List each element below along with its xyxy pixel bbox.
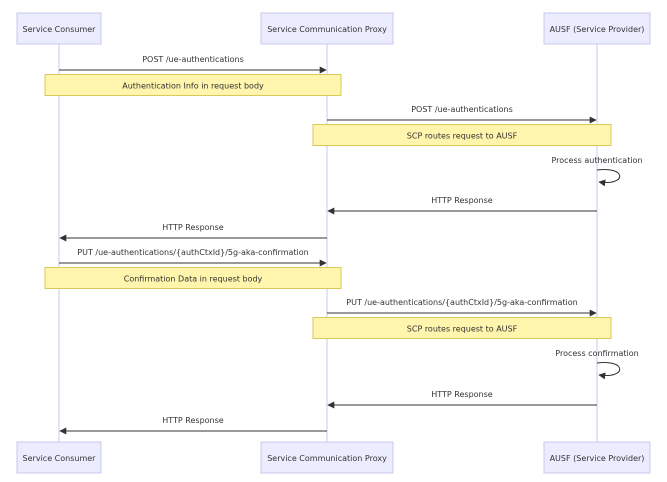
- message-label: PUT /ue-authentications/{authCtxId}/5g-a…: [77, 248, 308, 257]
- note-confirmation-data-in-request-body: Confirmation Data in request body: [124, 275, 263, 284]
- message-12: Process confirmation: [555, 349, 639, 380]
- actor-scp-bottom: Service Communication Proxy: [260, 441, 394, 474]
- message-label: HTTP Response: [162, 223, 224, 232]
- self-message-label: Process confirmation: [555, 349, 638, 358]
- note-authentication-info-in-request-body: Authentication Info in request body: [122, 82, 264, 91]
- message-13: HTTP Response: [327, 390, 597, 409]
- message-label: PUT /ue-authentications/{authCtxId}/5g-a…: [346, 298, 577, 307]
- message-3: POST /ue-authentications: [327, 105, 597, 124]
- note-box: [44, 74, 342, 96]
- message-label: HTTP Response: [431, 196, 493, 205]
- actor-label: Service Communication Proxy: [267, 25, 387, 34]
- message-4: SCP routes request to AUSF: [312, 124, 612, 146]
- actor-label: AUSF (Service Provider): [550, 454, 645, 463]
- self-message-arrow: [596, 361, 621, 380]
- actor-consumer-top: Service Consumer: [16, 12, 102, 45]
- note-box: [44, 267, 342, 289]
- note-box: [312, 317, 612, 339]
- actor-box: [543, 12, 651, 45]
- actor-box: [260, 12, 394, 45]
- message-6: HTTP Response: [327, 196, 597, 215]
- self-message-label: Process authentication: [551, 156, 642, 165]
- note-box: [312, 124, 612, 146]
- actor-consumer-bottom: Service Consumer: [16, 441, 102, 474]
- message-14: HTTP Response: [59, 416, 327, 435]
- note-scp-routes-request-to-ausf: SCP routes request to AUSF: [407, 325, 518, 334]
- message-1: POST /ue-authentications: [59, 55, 327, 74]
- message-label: HTTP Response: [162, 416, 224, 425]
- actor-label: AUSF (Service Provider): [550, 25, 645, 34]
- actor-box: [16, 12, 102, 45]
- message-label: POST /ue-authentications: [411, 105, 513, 114]
- note-scp-routes-request-to-ausf: SCP routes request to AUSF: [407, 132, 518, 141]
- actor-ausf-top: AUSF (Service Provider): [543, 12, 651, 45]
- self-message-arrow: [596, 168, 621, 187]
- message-9: Confirmation Data in request body: [44, 267, 342, 289]
- message-2: Authentication Info in request body: [44, 74, 342, 96]
- message-11: SCP routes request to AUSF: [312, 317, 612, 339]
- actor-label: Service Communication Proxy: [267, 454, 387, 463]
- message-7: HTTP Response: [59, 223, 327, 242]
- actor-scp-top: Service Communication Proxy: [260, 12, 394, 45]
- actor-ausf-bottom: AUSF (Service Provider): [543, 441, 651, 474]
- actor-label: Service Consumer: [23, 25, 97, 34]
- message-label: POST /ue-authentications: [142, 55, 244, 64]
- actor-box: [543, 441, 651, 474]
- message-5: Process authentication: [551, 156, 643, 187]
- message-8: PUT /ue-authentications/{authCtxId}/5g-a…: [59, 248, 327, 267]
- message-10: PUT /ue-authentications/{authCtxId}/5g-a…: [327, 298, 597, 317]
- actor-label: Service Consumer: [23, 454, 97, 463]
- actor-box: [260, 441, 394, 474]
- actor-box: [16, 441, 102, 474]
- message-label: HTTP Response: [431, 390, 493, 399]
